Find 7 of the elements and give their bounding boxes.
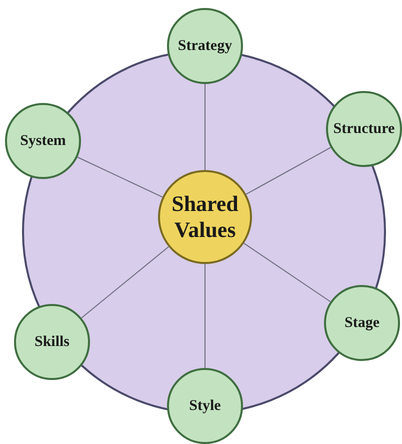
node-label: Skills xyxy=(34,334,70,350)
node-label: Strategy xyxy=(178,38,232,54)
node-label: Shared Values xyxy=(170,191,240,243)
node-label: Structure xyxy=(333,120,395,138)
node-label: Stage xyxy=(344,314,380,332)
node-label: System xyxy=(20,132,66,150)
node-label: Style xyxy=(189,398,221,414)
